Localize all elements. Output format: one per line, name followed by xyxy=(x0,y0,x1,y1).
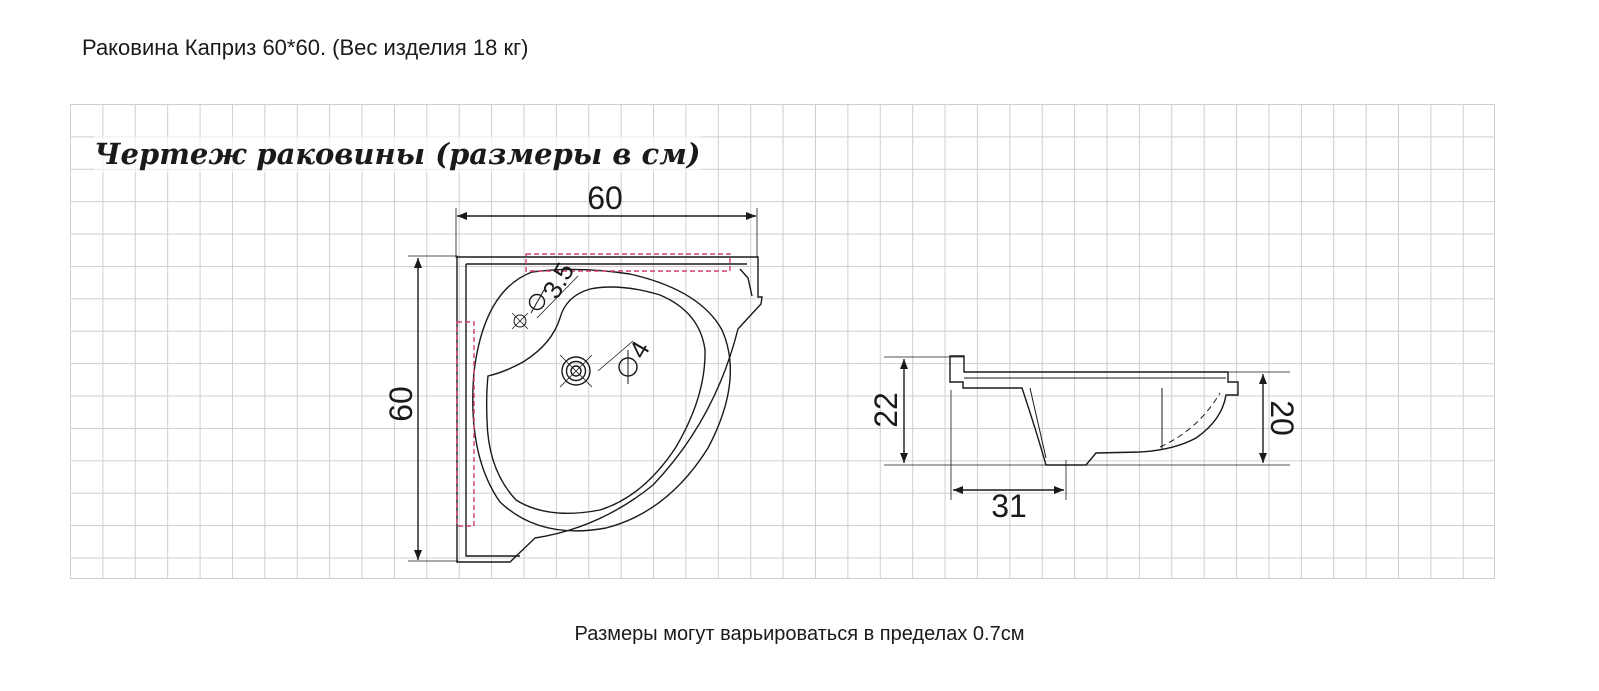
drain-icon xyxy=(559,354,593,388)
bowl-outer-contour xyxy=(472,268,731,532)
leader-line xyxy=(536,275,579,319)
page-title: Раковина Каприз 60*60. (Вес изделия 18 к… xyxy=(82,35,529,60)
bowl-inner-contour xyxy=(485,286,706,514)
width-label: 60 xyxy=(587,180,623,216)
bowl-offset-label: 31 xyxy=(991,488,1027,524)
height-label: 22 xyxy=(868,392,904,428)
leader-line xyxy=(597,340,634,372)
bowl-depth-label: 20 xyxy=(1264,400,1300,436)
overflow-hole-icon xyxy=(511,312,529,330)
hidden-mount-area-side xyxy=(456,321,475,527)
sink-rim-inner-edge xyxy=(739,268,753,297)
hidden-mount-area-top xyxy=(525,253,731,272)
side-view xyxy=(884,355,1290,500)
tap-hole-icon xyxy=(528,289,546,314)
drawing-title: Чертеж раковины (размеры в см) xyxy=(94,136,701,172)
bowl-wall xyxy=(1029,387,1047,459)
hidden-bowl-contour xyxy=(1159,392,1221,448)
sink-rim-inner-edge xyxy=(465,264,520,557)
top-view xyxy=(408,208,763,563)
grid-background xyxy=(70,104,1495,579)
depth-label: 60 xyxy=(383,386,419,422)
dimension-tolerance-note: Размеры могут варьироваться в пределах 0… xyxy=(574,623,1025,645)
sink-outer-rim xyxy=(456,256,763,563)
drain-hole-4-icon xyxy=(618,350,638,384)
sink-side-profile xyxy=(949,355,1239,466)
